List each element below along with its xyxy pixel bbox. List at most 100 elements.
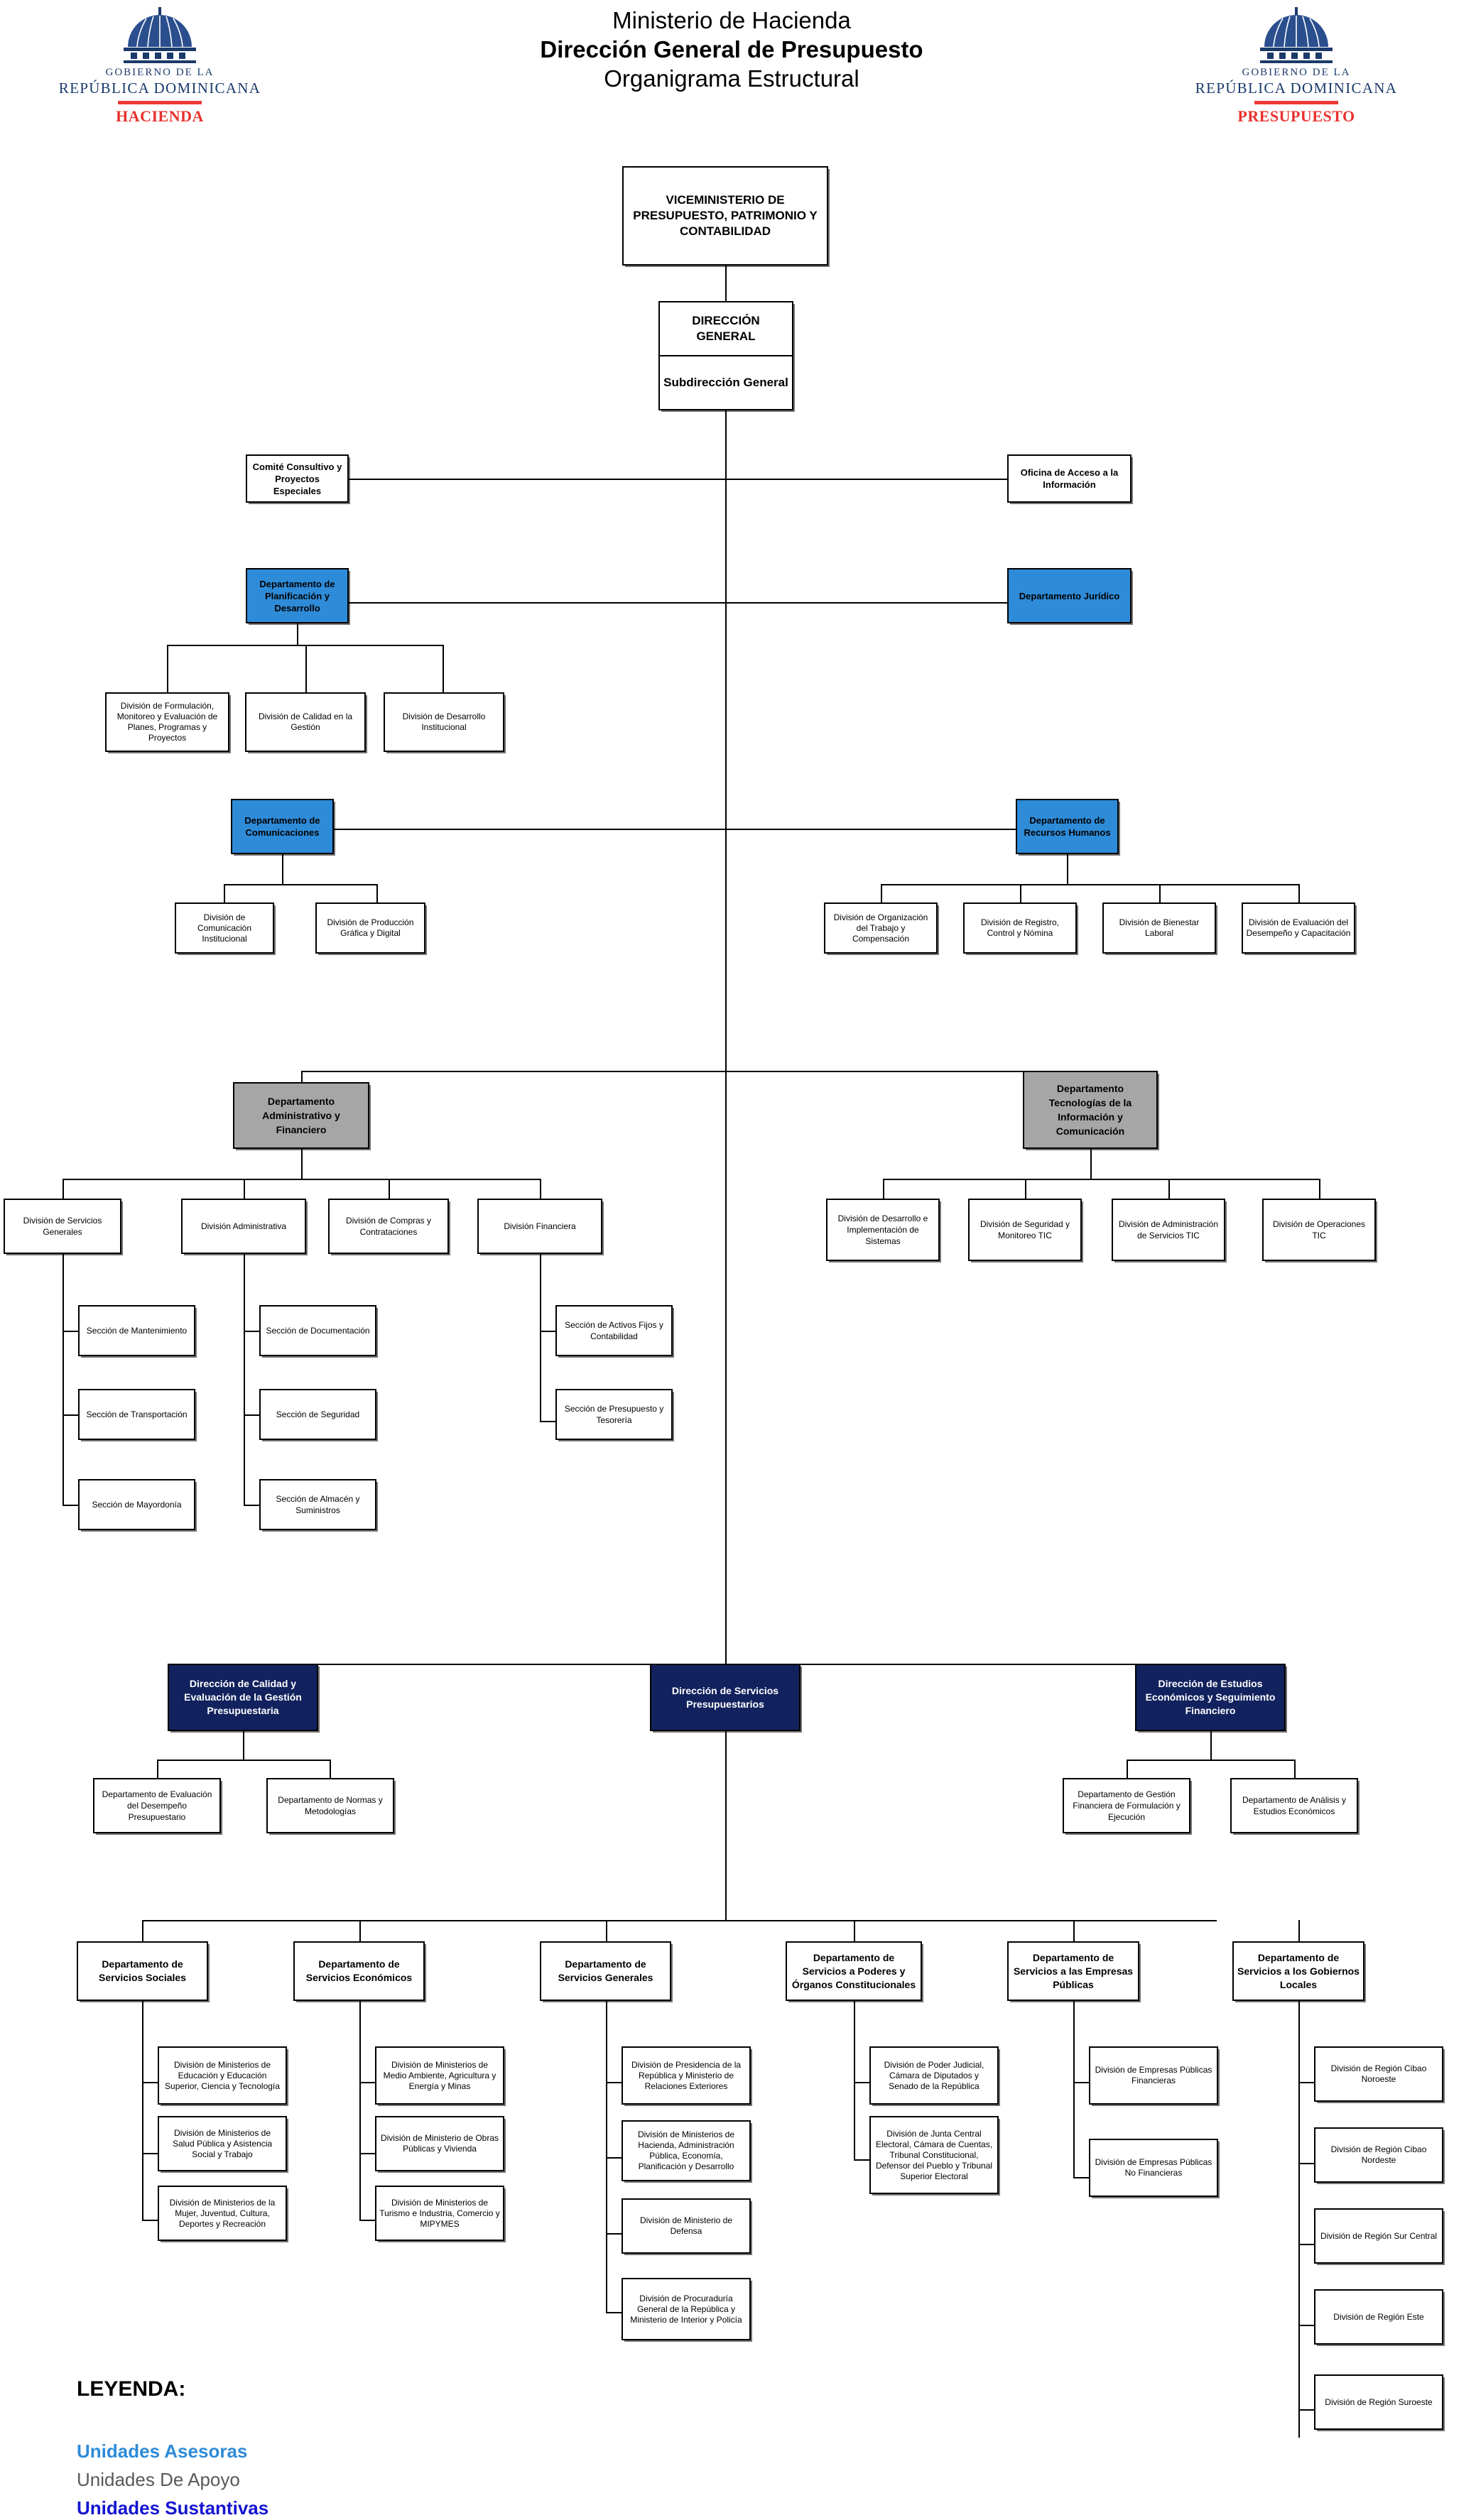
node-div-region-sur-central[interactable]: División de Región Sur Central [1314,2208,1443,2264]
connector-ss-s2 [142,2153,158,2154]
node-dep-normas-metodologias[interactable]: Departamento de Normas y Metodologías [266,1778,394,1833]
node-dep-servicios-empresas[interactable]: Departamento de Servicios a las Empresas… [1007,1941,1139,2001]
node-dep-rrhh[interactable]: Departamento de Recursos Humanos [1016,799,1119,854]
connector-empresas-s2 [1073,2177,1089,2178]
node-dep-analisis-estudios[interactable]: Departamento de Análisis y Estudios Econ… [1230,1778,1358,1833]
node-sec-presupuesto-tesoreria[interactable]: Sección de Presupuesto y Tesorería [555,1389,673,1440]
node-div-comunicacion-institucional[interactable]: División de Comunicación Institucional [175,902,274,954]
node-sec-seguridad[interactable]: Sección de Seguridad [259,1389,376,1440]
node-div-region-cibao-nordeste[interactable]: División de Región Cibao Nordeste [1314,2127,1443,2183]
node-sec-almacen[interactable]: Sección de Almacén y Suministros [259,1479,376,1530]
connector-rrhh-c3 [1159,884,1161,902]
node-dep-gestion-financiera[interactable]: Departamento de Gestión Financiera de Fo… [1063,1778,1190,1833]
node-div-financiera[interactable]: División Financiera [477,1199,602,1254]
node-div-min-salud[interactable]: División de Ministerios de Salud Pública… [158,2116,287,2171]
logo-gobierno-label: GOBIERNO DE LA [105,67,215,78]
connector-poderes-s2 [854,2159,869,2161]
node-div-empresas-financieras[interactable]: División de Empresas Públicas Financiera… [1089,2046,1218,2105]
logo-republica-label: REPÚBLICA DOMINICANA [58,80,261,97]
connector-sgn-s2 [606,2157,622,2159]
connector-ss-spine [142,2001,143,2221]
node-div-organizacion-trabajo[interactable]: División de Organización del Trabajo y C… [824,902,938,954]
node-div-seguridad-monitoreo[interactable]: División de Seguridad y Monitoreo TIC [968,1199,1082,1261]
node-div-region-este[interactable]: División de Región Este [1314,2289,1443,2345]
connector-poderes-spine [854,2001,855,2161]
node-sec-transportacion[interactable]: Sección de Transportación [78,1389,195,1440]
node-dep-evaluacion-desempeno-presupuestario[interactable]: Departamento de Evaluación del Desempeño… [93,1778,221,1833]
node-dir-servicios-presupuestarios[interactable]: Dirección de Servicios Presupuestarios [650,1664,801,1731]
node-oficina-acceso[interactable]: Oficina de Acceso a la Información [1007,454,1132,503]
node-div-formulacion[interactable]: División de Formulación, Monitoreo y Eva… [105,692,229,752]
node-div-min-hacienda[interactable]: División de Ministerios de Hacienda, Adm… [622,2120,751,2181]
node-sec-mayordonia[interactable]: Sección de Mayordonía [78,1479,195,1530]
connector-tic-children-down [1090,1149,1092,1180]
node-dep-servicios-poderes[interactable]: Departamento de Servicios a Poderes y Ór… [786,1941,922,2001]
node-div-region-cibao-noroeste[interactable]: División de Región Cibao Noroeste [1314,2046,1443,2102]
connector-apoyo-bus [301,1071,1092,1072]
node-div-admin-servicios-tic[interactable]: División de Administración de Servicios … [1112,1199,1225,1261]
connector-gobiernos-spine [1298,2001,1300,2438]
node-subdireccion-general[interactable]: Subdirección General [658,355,793,410]
node-div-junta-central[interactable]: División de Junta Central Electoral, Cám… [869,2116,999,2194]
node-div-region-suroeste[interactable]: División de Región Suroeste [1314,2374,1443,2430]
node-div-poder-judicial[interactable]: División de Poder Judicial, Cámara de Di… [869,2046,999,2105]
connector-ss-s3 [142,2220,158,2221]
connector-planificacion-down [297,623,298,646]
logo-republica-label: REPÚBLICA DOMINICANA [1195,80,1398,97]
page-title: Ministerio de Hacienda Dirección General… [497,6,966,93]
node-dir-estudios-economicos[interactable]: Dirección de Estudios Económicos y Segui… [1135,1664,1286,1731]
connector-sg-spine [63,1254,64,1506]
node-sec-documentacion[interactable]: Sección de Documentación [259,1305,376,1356]
node-dep-servicios-sociales[interactable]: Departamento de Servicios Sociales [77,1941,208,2001]
node-div-evaluacion-desempeno[interactable]: División de Evaluación del Desempeño y C… [1242,902,1355,954]
node-div-registro-control[interactable]: División de Registro, Control y Nómina [963,902,1077,954]
node-div-presidencia[interactable]: División de Presidencia de la República … [622,2046,751,2105]
node-sec-activos-fijos[interactable]: Sección de Activos Fijos y Contabilidad [555,1305,673,1356]
node-dep-administrativo-financiero[interactable]: Departamento Administrativo y Financiero [233,1082,369,1149]
node-div-administrativa[interactable]: División Administrativa [181,1199,306,1254]
node-div-min-medioambiente[interactable]: División de Ministerios de Medio Ambient… [375,2046,504,2105]
node-dep-servicios-gobiernos[interactable]: Departamento de Servicios a los Gobierno… [1232,1941,1364,2001]
node-direccion-general[interactable]: DIRECCIÓN GENERAL [658,301,793,356]
node-comite-consultivo[interactable]: Comité Consultivo y Proyectos Especiales [246,454,349,503]
connector-gob-s5 [1298,2409,1314,2411]
node-div-desarrollo-sistemas[interactable]: División de Desarrollo e Implementación … [826,1199,940,1261]
node-div-procuraduria[interactable]: División de Procuraduría General de la R… [622,2278,751,2340]
node-div-min-educacion[interactable]: División de Ministerios de Educación y E… [158,2046,287,2105]
node-div-servicios-generales-admin[interactable]: División de Servicios Generales [4,1199,121,1254]
connector-admin-children-down [301,1149,303,1180]
node-dir-calidad[interactable]: Dirección de Calidad y Evaluación de la … [168,1664,318,1731]
connector-admin-c1 [63,1179,64,1199]
title-ministerio: Ministerio de Hacienda [612,7,851,33]
node-div-desarrollo-institucional[interactable]: División de Desarrollo Institucional [384,692,504,752]
connector-dep4-down [854,1920,855,1941]
node-sec-mantenimiento[interactable]: Sección de Mantenimiento [78,1305,195,1356]
legend-sustantivas: Unidades Sustantivas [77,2497,269,2519]
node-dep-tic[interactable]: Departamento Tecnologías de la Informaci… [1023,1071,1158,1149]
node-div-compras[interactable]: División de Compras y Contrataciones [328,1199,449,1254]
node-div-min-obras[interactable]: División de Ministerio de Obras Públicas… [375,2116,504,2171]
connector-gob-s2 [1298,2163,1314,2164]
node-div-bienestar-laboral[interactable]: División de Bienestar Laboral [1102,902,1216,954]
node-div-operaciones-tic[interactable]: División de Operaciones TIC [1262,1199,1376,1261]
connector-admin-c4 [540,1179,541,1199]
node-div-calidad-gestion[interactable]: División de Calidad en la Gestión [245,692,366,752]
node-div-min-mujer[interactable]: División de Ministerios de la Mujer, Juv… [158,2186,287,2241]
node-div-empresas-no-financieras[interactable]: División de Empresas Públicas No Financi… [1089,2139,1218,2197]
node-div-min-turismo[interactable]: División de Ministerios de Turismo e Ind… [375,2186,504,2241]
connector-se-s2 [359,2153,375,2154]
node-dep-servicios-economicos[interactable]: Departamento de Servicios Económicos [293,1941,425,2001]
capitol-dome-icon [124,7,196,63]
connector-gob-s4 [1298,2325,1314,2326]
node-dep-juridico[interactable]: Departamento Jurídico [1007,568,1132,623]
node-dep-planificacion[interactable]: Departamento de Planificación y Desarrol… [246,568,349,623]
node-dep-comunicaciones[interactable]: Departamento de Comunicaciones [231,799,334,854]
connector-main-spine [725,410,727,1920]
connector-empresas-s1 [1073,2082,1089,2083]
connector-rrhh-bus [881,884,1298,885]
node-viceministerio[interactable]: VICEMINISTERIO DE PRESUPUESTO, PATRIMONI… [622,166,828,266]
node-div-min-defensa[interactable]: División de Ministerio de Defensa [622,2198,751,2254]
node-div-produccion-grafica[interactable]: División de Producción Gráfica y Digital [315,902,425,954]
node-dep-servicios-generales[interactable]: Departamento de Servicios Generales [540,1941,671,2001]
connector-sg-s1 [63,1331,78,1332]
